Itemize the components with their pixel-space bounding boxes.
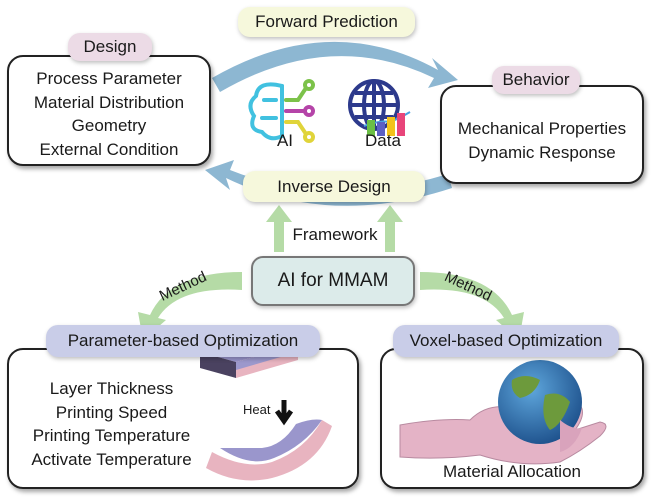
heat-label: Heat <box>243 402 271 417</box>
hand-holding-globe-image <box>399 360 607 465</box>
parameter-item: Layer Thickness <box>49 379 174 398</box>
parameter-item: Activate Temperature <box>31 449 192 469</box>
behavior-box: Mechanical Properties Dynamic Response <box>440 85 644 184</box>
voxel-title: Voxel-based Optimization <box>393 325 619 357</box>
design-title: Design <box>68 33 152 61</box>
design-item: Geometry <box>71 116 147 135</box>
design-items: Process Parameter Material Distribution … <box>9 67 209 161</box>
behavior-item: Mechanical Properties <box>457 119 627 138</box>
voxel-box: Material Allocation <box>380 348 644 489</box>
parameter-box: Layer Thickness Printing Speed Printing … <box>7 348 359 489</box>
method-arrow-right <box>420 272 524 340</box>
framework-arrow-left <box>266 205 292 252</box>
ai-label: AI <box>276 131 294 150</box>
ai-for-mmam-hub: AI for MMAM <box>251 256 415 306</box>
parameter-item: Printing Speed <box>55 402 168 422</box>
material-allocation-caption: Material Allocation <box>443 462 581 481</box>
method-arrow-left <box>138 272 242 340</box>
curved-bilayer-slab-image <box>206 419 332 481</box>
data-label: Data <box>365 131 401 150</box>
parameter-items: Layer Thickness Printing Speed Printing … <box>9 377 214 471</box>
forward-prediction-label: Forward Prediction <box>238 7 415 37</box>
parameter-item: Printing Temperature <box>32 426 191 445</box>
forward-arrow <box>212 41 458 92</box>
framework-arrow-right <box>377 205 403 252</box>
design-item: Material Distribution <box>33 92 185 112</box>
inverse-design-label: Inverse Design <box>243 171 425 202</box>
design-item: External Condition <box>39 139 179 159</box>
behavior-item: Dynamic Response <box>468 142 616 162</box>
behavior-items: Mechanical Properties Dynamic Response <box>442 117 642 164</box>
framework-label: Framework <box>292 225 378 244</box>
design-box: Process Parameter Material Distribution … <box>7 55 211 166</box>
behavior-title: Behavior <box>492 66 580 94</box>
data-globe-chart-icon <box>348 79 411 136</box>
parameter-title: Parameter-based Optimization <box>46 325 320 357</box>
design-item: Process Parameter <box>36 69 182 88</box>
heat-arrow-icon <box>274 400 294 426</box>
ai-brain-icon <box>248 79 315 143</box>
